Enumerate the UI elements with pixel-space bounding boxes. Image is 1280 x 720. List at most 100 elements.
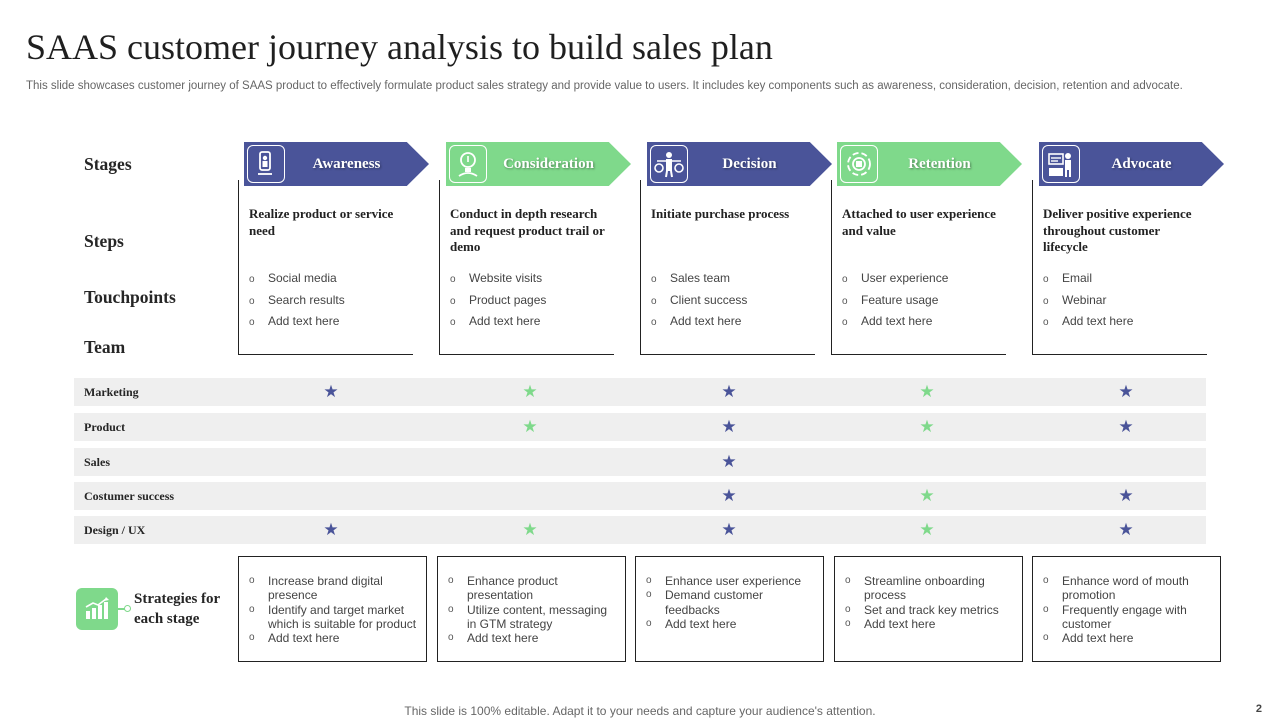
team-name: Design / UX [84, 523, 146, 537]
bullet: o [450, 274, 456, 285]
bullet: o [1043, 317, 1049, 328]
team-row-sales: Sales ★ [74, 448, 1206, 476]
team-name: Marketing [84, 385, 139, 399]
star-icon: ★ [721, 520, 737, 539]
stage-arrow [446, 142, 631, 186]
strategy-item: o Increase brand digital presence [249, 574, 420, 603]
touchpoint-text: Add text here [268, 314, 340, 328]
stage-arrow [837, 142, 1022, 186]
touchpoint-text: Product pages [469, 292, 547, 307]
stage-name: Awareness [312, 156, 381, 172]
stage-retention: Retention [837, 142, 1022, 186]
team-row-product: Product★★★★ [74, 413, 1206, 441]
touchpoint-text: Add text here [861, 314, 933, 328]
bullet: o [1043, 603, 1049, 615]
stage-name: Consideration [503, 156, 594, 172]
stage-advocate: Advocate [1039, 142, 1224, 186]
bullet: o [249, 603, 255, 615]
touchpoint-text: Social media [268, 271, 337, 285]
star-icon: ★ [323, 520, 339, 539]
star-icon: ★ [1118, 486, 1134, 505]
strategies-label: Strategies for each stage [134, 591, 220, 627]
bullet: o [1043, 274, 1049, 285]
star-icon: ★ [1118, 417, 1134, 436]
star-icon: ★ [919, 417, 935, 436]
star-icon: ★ [721, 452, 737, 471]
bullet: o [845, 617, 851, 629]
strategy-text: Add text here [1062, 631, 1134, 646]
bullet: o [842, 317, 848, 328]
gear-cycle-icon [840, 145, 878, 183]
bullet: o [450, 295, 456, 307]
bullet: o [448, 632, 454, 644]
team-name: Sales [84, 455, 111, 469]
step-text: Deliver positive experience throughout c… [1043, 206, 1192, 254]
touchpoint-text: User experience [861, 271, 949, 285]
bullet: o [249, 317, 255, 328]
stage-name: Decision [722, 156, 777, 172]
bullet: o [646, 575, 652, 586]
bullet: o [646, 617, 652, 629]
star-icon: ★ [1118, 382, 1134, 401]
stage-details-advocate: Deliver positive experience throughout c… [1032, 180, 1207, 355]
row-label-stages: Stages [84, 154, 132, 174]
touchpoint-text: Add text here [1062, 314, 1134, 328]
bullet: o [249, 274, 255, 285]
slide-subtitle: This slide showcases customer journey of… [26, 80, 1183, 92]
bullet: o [249, 575, 255, 586]
team-name: Costumer success [84, 489, 175, 503]
touchpoint-item: o Add text here [249, 311, 345, 333]
touchpoint-item: o Add text here [842, 311, 948, 333]
strategy-text: Demand customer feedbacks [665, 588, 764, 617]
star-icon: ★ [919, 520, 935, 539]
stage-arrow [244, 142, 429, 186]
strategy-item: o Enhance word of mouth promotion [1043, 574, 1214, 603]
touchpoint-item: o Add text here [1043, 311, 1133, 333]
strategy-text: Enhance word of mouth promotion [1062, 574, 1189, 603]
step-text: Conduct in depth research and request pr… [450, 206, 605, 254]
strategy-text: Add text here [864, 616, 936, 631]
strategy-connector [118, 608, 128, 610]
person-phone-icon [247, 145, 285, 183]
strategy-item: o Enhance user experience [646, 574, 817, 588]
stage-name: Retention [908, 156, 971, 172]
stage-awareness: Awareness [244, 142, 429, 186]
strategy-text: Increase brand digital presence [268, 574, 383, 603]
strategy-text: Add text here [665, 616, 737, 631]
step-text: Attached to user experience and value [842, 206, 996, 238]
strategy-text: Enhance user experience [665, 574, 802, 588]
touchpoint-item: o Social media [249, 268, 345, 290]
step-text: Initiate purchase process [651, 206, 790, 221]
touchpoint-text: Sales team [670, 271, 731, 285]
balance-person-icon [650, 145, 688, 183]
bullet: o [448, 603, 454, 615]
bullet: o [249, 295, 255, 307]
lightbulb-person-icon [449, 145, 487, 183]
strategy-text: Add text here [268, 631, 340, 646]
strategy-text: Enhance product presentation [467, 574, 558, 603]
star-icon: ★ [522, 520, 538, 539]
star-icon: ★ [522, 382, 538, 401]
touchpoint-text: Add text here [670, 314, 742, 328]
bullet: o [1043, 575, 1049, 586]
team-row-marketing: Marketing★★★★★ [74, 378, 1206, 406]
